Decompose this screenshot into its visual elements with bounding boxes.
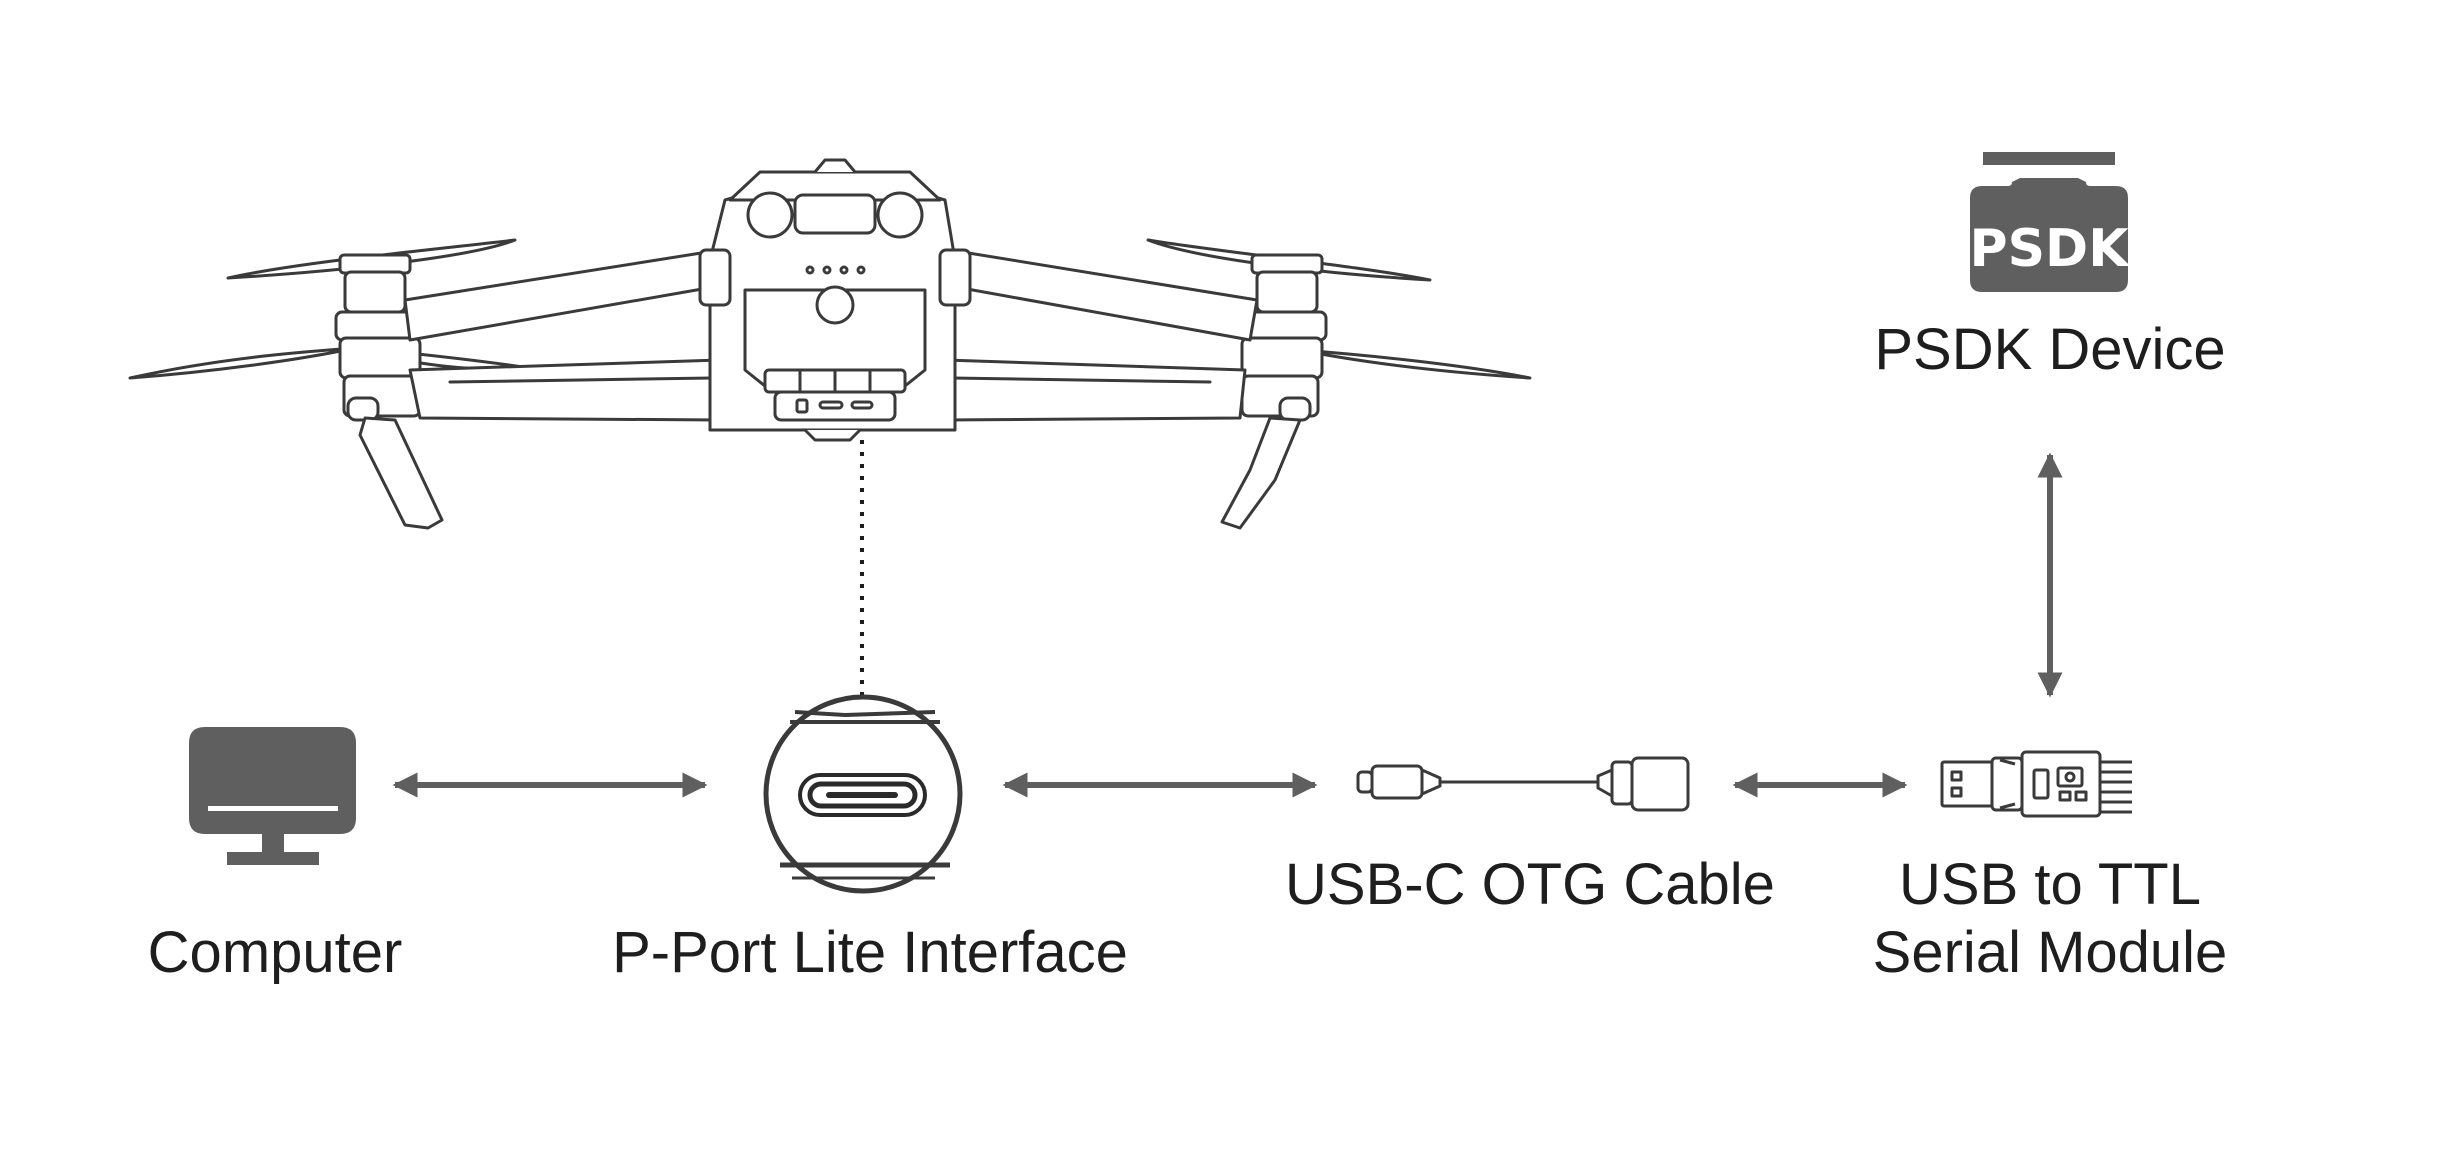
psdk-device-label: PSDK Device [1874, 317, 2226, 382]
usb-c-port-icon [763, 694, 963, 894]
drone-icon [128, 158, 1532, 530]
serial-module-label-line2: Serial Module [1872, 920, 2228, 985]
pport-lite-interface-label: P-Port Lite Interface [612, 920, 1128, 985]
computer-label: Computer [147, 920, 403, 985]
monitor-icon [189, 727, 356, 865]
psdk-device-icon: PSDK [1969, 152, 2130, 292]
otg-cable-icon [1356, 756, 1690, 812]
otg-cable-label: USB-C OTG Cable [1285, 852, 1775, 917]
psdk-badge-text: PSDK [1969, 219, 2130, 279]
usb-ttl-module-icon [1940, 750, 2132, 818]
serial-module-label-line1: USB to TTL [1899, 852, 2201, 917]
